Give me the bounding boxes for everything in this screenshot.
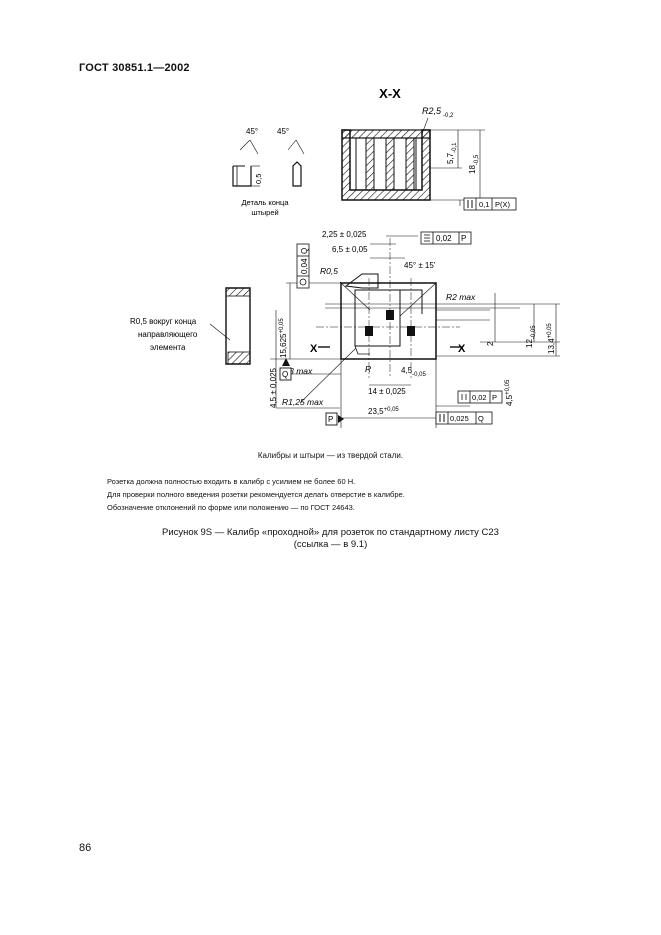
parallel-frame bbox=[457, 390, 503, 404]
note-1: Розетка должна полностью входить в калиб… bbox=[107, 477, 356, 486]
dim-235-tolerance: +0,05 bbox=[384, 407, 400, 413]
dim-45c: 4,5+0,05 bbox=[505, 379, 514, 406]
dim-18: 18-0,5 bbox=[468, 154, 480, 174]
tolerance-frame-px bbox=[459, 197, 517, 211]
r25-tolerance: -0,2 bbox=[443, 113, 454, 119]
dim-235: 23,5+0,05 bbox=[368, 407, 399, 416]
datum-p-box bbox=[325, 412, 344, 426]
parallel-frame-ref: P bbox=[492, 393, 497, 402]
datum-q-label: Q bbox=[282, 370, 288, 379]
dim-57: 5,7-0,1 bbox=[446, 142, 458, 164]
note-2: Для проверки полного введения розетки ре… bbox=[107, 490, 405, 499]
dim-45c-value: 4,5 bbox=[505, 394, 514, 406]
pin-detail bbox=[232, 139, 305, 187]
dim-15625-tolerance: +0,05 bbox=[279, 318, 285, 334]
dim-134-value: 13,4 bbox=[547, 338, 556, 354]
dim-134-tolerance: +0,05 bbox=[547, 323, 553, 339]
parallel-frame-value: 0,02 bbox=[472, 393, 487, 402]
section-view bbox=[341, 117, 485, 201]
dim-45c-tolerance: +0,05 bbox=[505, 379, 511, 395]
datum-q-box bbox=[279, 358, 292, 381]
r05-around-line2: направляющего bbox=[138, 330, 198, 339]
perpendicular-frame-ref: Q bbox=[478, 414, 484, 423]
dim-235-value: 23,5 bbox=[368, 407, 384, 416]
r125max-label: R1,25 max bbox=[282, 397, 324, 407]
dim-65: 6,5 ± 0,05 bbox=[332, 245, 368, 254]
dim-18-tolerance: -0,5 bbox=[474, 154, 480, 165]
angle-right: 45° bbox=[277, 127, 289, 136]
section-label: X-X bbox=[379, 86, 401, 101]
material-caption: Калибры и штыри — из твердой стали. bbox=[257, 451, 404, 460]
r05-around-line1: R0,5 вокруг конца bbox=[130, 317, 197, 326]
dim-45a: 4,5 ± 0,025 bbox=[269, 367, 278, 408]
sym-frame bbox=[420, 231, 472, 245]
r05-label: R0,5 bbox=[320, 266, 338, 276]
sym-frame-ref: P bbox=[461, 234, 466, 243]
dim-12: 12-0,05 bbox=[525, 325, 537, 348]
dim-45b: 4,5-0,05 bbox=[401, 366, 426, 378]
dim-2: 2 bbox=[486, 341, 495, 346]
dim-15625-value: 15,625 bbox=[279, 333, 288, 358]
dim-45b-value: 4,5 bbox=[401, 366, 413, 375]
dim-15625: 15,625+0,05 bbox=[279, 318, 288, 358]
technical-drawing: X-X R2,5 -0,2 5,7-0,1 18-0,5 0,1 P(X) bbox=[130, 86, 560, 428]
dim-12-value: 12 bbox=[525, 339, 534, 348]
r25-label: R2,5 bbox=[422, 106, 442, 116]
note-3: Обозначение отклонений по форме или поло… bbox=[107, 503, 355, 512]
detail-caption-line1: Деталь конца bbox=[241, 198, 289, 207]
r3max-label: R3 max bbox=[283, 366, 313, 376]
position-frame-ref: Q bbox=[300, 248, 309, 254]
figure-title-line2: (ссылка — в 9.1) bbox=[293, 539, 368, 550]
r05-around-line3: элемента bbox=[150, 343, 186, 352]
tolerance-frame-px-value: 0,1 bbox=[479, 200, 489, 209]
detail-caption-line2: штырей bbox=[251, 208, 278, 217]
document-header: ГОСТ 30851.1—2002 bbox=[79, 62, 190, 74]
dim-225: 2,25 ± 0,025 bbox=[322, 230, 367, 239]
plan-view bbox=[270, 235, 560, 428]
dim-05: 0,5 bbox=[254, 174, 263, 184]
angle-left: 45° bbox=[246, 127, 258, 136]
dim-18-value: 18 bbox=[468, 165, 477, 174]
position-frame-value: 0,04 bbox=[300, 258, 309, 274]
r-small-label: R bbox=[365, 364, 371, 374]
angle-45-15: 45° ± 15' bbox=[404, 261, 436, 270]
position-frame bbox=[296, 243, 310, 289]
dim-12-tolerance: -0,05 bbox=[531, 325, 537, 339]
perpendicular-frame bbox=[435, 411, 493, 425]
section-mark-left: X bbox=[310, 343, 318, 355]
datum-p-label: P bbox=[328, 415, 333, 424]
dim-57-tolerance: -0,1 bbox=[452, 142, 458, 153]
r2max-label: R2 max bbox=[446, 292, 476, 302]
dim-57-value: 5,7 bbox=[446, 152, 455, 164]
figure-title-line1: Рисунок 9S — Калибр «проходной» для розе… bbox=[162, 527, 499, 538]
dim-134: 13,4+0,05 bbox=[547, 323, 556, 354]
section-mark-right: X bbox=[458, 343, 466, 355]
perpendicular-frame-value: 0,025 bbox=[450, 414, 469, 423]
tolerance-frame-px-ref: P(X) bbox=[495, 200, 511, 209]
dim-45b-tolerance: -0,05 bbox=[412, 372, 426, 378]
side-section bbox=[209, 287, 251, 365]
page-number: 86 bbox=[79, 842, 92, 854]
dim-14: 14 ± 0,025 bbox=[368, 387, 406, 396]
sym-frame-value: 0,02 bbox=[436, 234, 452, 243]
